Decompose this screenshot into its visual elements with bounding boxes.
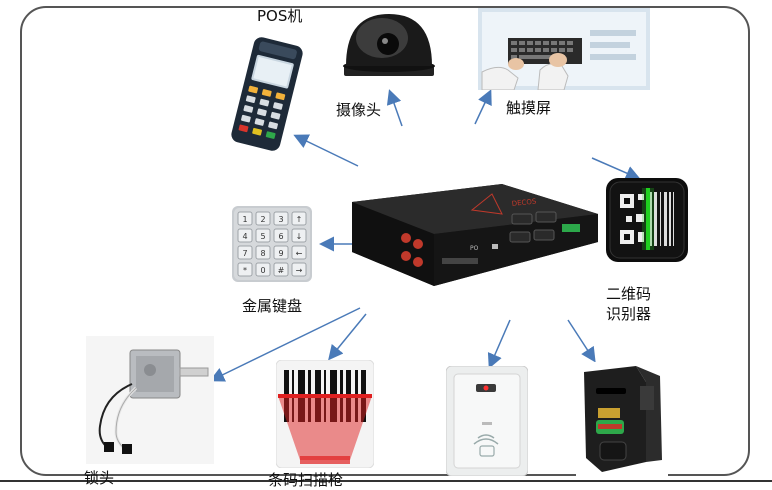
keypad-key [237,245,253,260]
arrow-to-camera [386,89,403,127]
arrow-to-pos [293,134,359,167]
lock-label: 锁头 [84,469,115,487]
keypad-key [291,262,307,277]
keypad-key [255,211,271,226]
controller-brand-text: DECOS [511,197,537,208]
controller-port-label: PO [470,245,479,252]
keypad-key [291,211,307,226]
arrow-to-lock [209,307,361,382]
coin-acceptor-image [576,362,668,478]
keypad-key-label: 8 [260,249,265,258]
keypad-key-label: * [243,266,247,275]
keypad-key [237,211,253,226]
baseline-divider [0,480,772,482]
qr-reader-label-line2: 识别器 [606,305,652,323]
arrow-to-qr-reader [591,157,641,181]
keypad-key [291,245,307,260]
keypad-key-label: → [296,266,303,275]
keypad-key [237,228,253,243]
keypad-key-label: 7 [242,249,247,258]
keypad-key-label: 1 [242,215,247,224]
keypad-key-label: 6 [278,232,283,241]
qr-reader-image [606,178,688,262]
arrow-to-barcode-scanner [328,313,367,361]
keypad-key-label: ↑ [296,215,303,224]
keypad-key [273,245,289,260]
keypad-key [291,228,307,243]
keypad-key-label: # [278,266,285,275]
keypad-key [273,228,289,243]
metal-keypad-image: 1 2 3 ↑ 4 5 6 ↓ 7 8 9 ← * 0 # → [232,206,312,282]
controller-box-image: DECOS PO [352,184,598,288]
barcode-scanner-image [276,360,374,468]
keypad-key-label: 0 [260,266,265,275]
keypad-key-label: 5 [260,232,265,241]
keypad-key-label: ← [296,249,303,258]
electric-lock-image [86,336,214,464]
keypad-key [273,262,289,277]
keypad-key [255,245,271,260]
keypad-key [273,211,289,226]
arrow-to-coin-acceptor [567,319,596,363]
touchscreen-label: 触摸屏 [506,99,552,117]
qr-reader-label-line1: 二维码 [606,285,652,303]
camera-label: 摄像头 [336,101,382,119]
keypad-key [237,262,253,277]
touchscreen-image [478,8,650,90]
keypad-key-label: 3 [278,215,283,224]
keypad-key-label: 9 [278,249,283,258]
camera-image [336,8,442,84]
keypad-key [255,262,271,277]
keypad-key-label: ↓ [296,232,303,241]
keypad-key-label: 4 [242,232,247,241]
arrow-to-touchscreen [474,89,492,125]
keypad-key [255,228,271,243]
arrow-to-card-reader [487,319,511,369]
card-reader-image [446,366,528,476]
pos-terminal-image [228,34,306,154]
keypad-key-label: 2 [260,215,265,224]
keypad-label: 金属键盘 [242,297,303,315]
barcode-scanner-label: 条码扫描枪 [268,471,344,489]
pos-label: POS机 [257,7,303,25]
